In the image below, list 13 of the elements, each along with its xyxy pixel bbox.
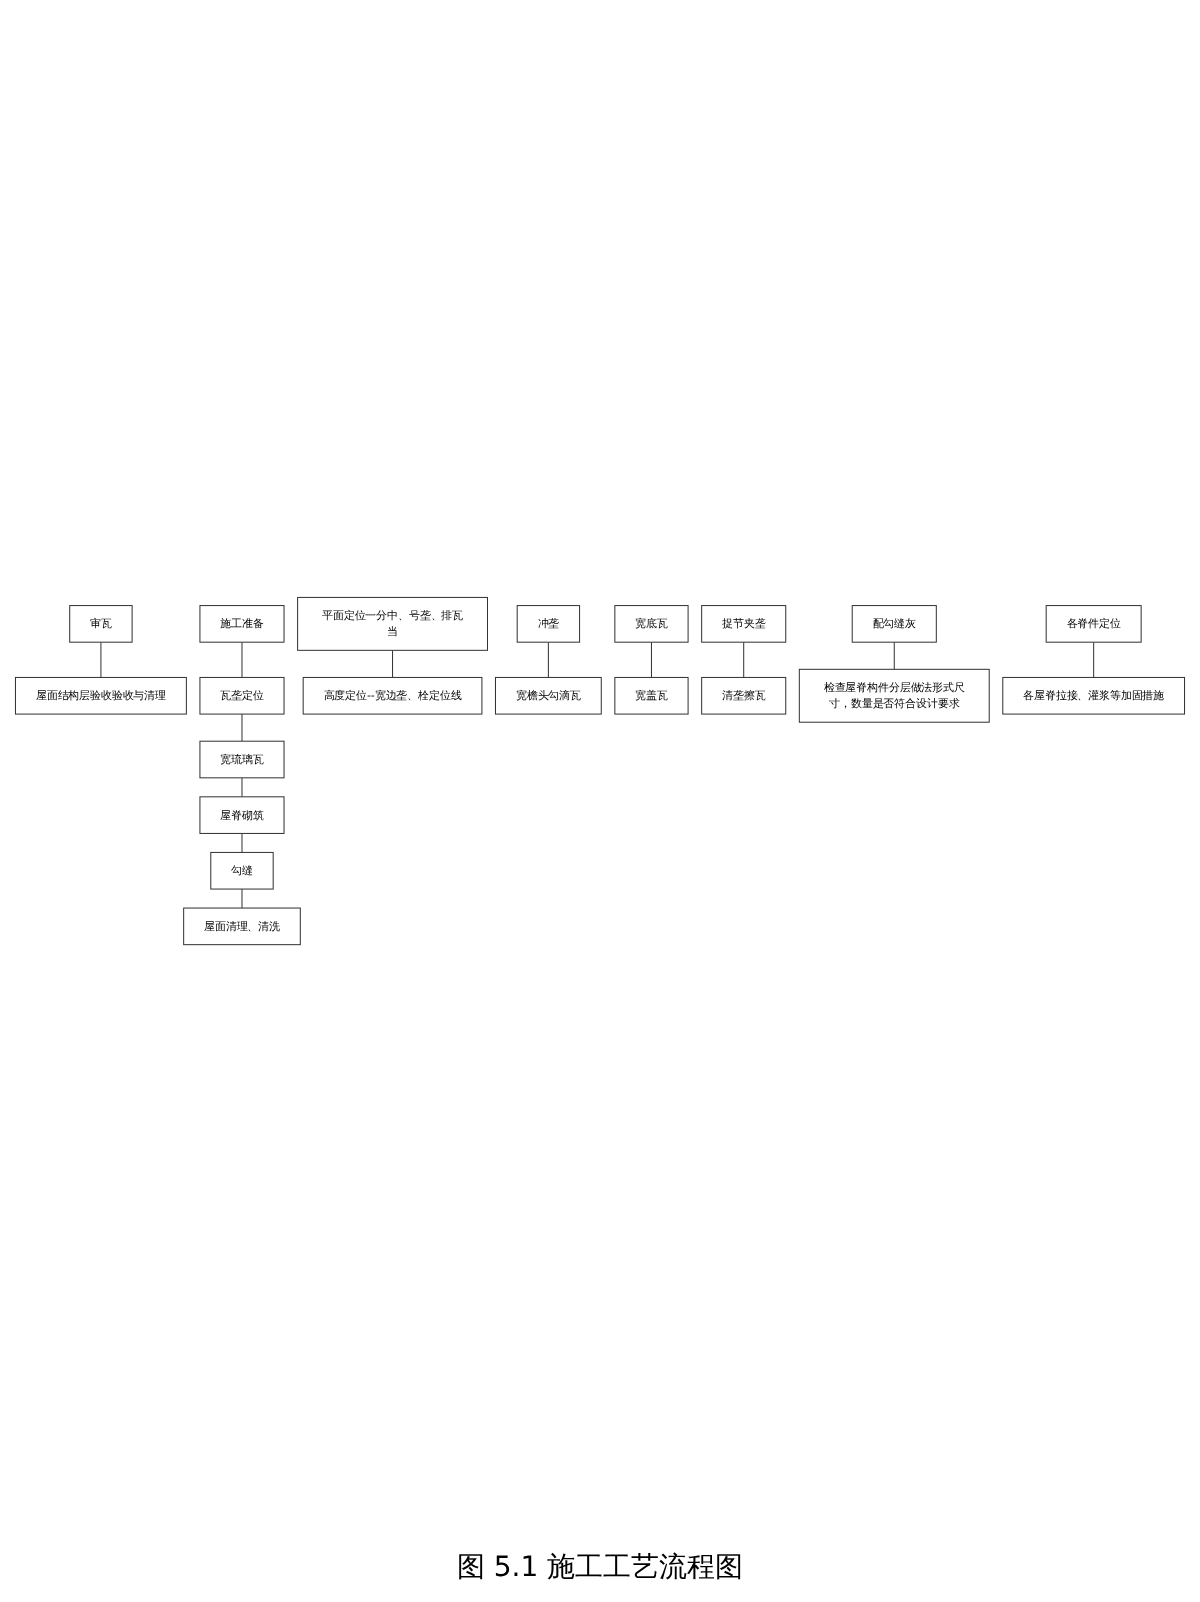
connector: [650, 641, 652, 678]
connector: [241, 888, 243, 909]
figure-caption: 图 5.1 施工工艺流程图: [456, 1550, 744, 1588]
connector: [241, 641, 243, 678]
connector: [392, 649, 394, 678]
connector: [241, 713, 243, 742]
connector: [100, 641, 102, 678]
connector: [893, 641, 895, 670]
connector: [241, 777, 243, 798]
connector: [547, 641, 549, 678]
connector: [743, 641, 745, 678]
connector: [1093, 641, 1095, 678]
connector: [241, 832, 243, 853]
